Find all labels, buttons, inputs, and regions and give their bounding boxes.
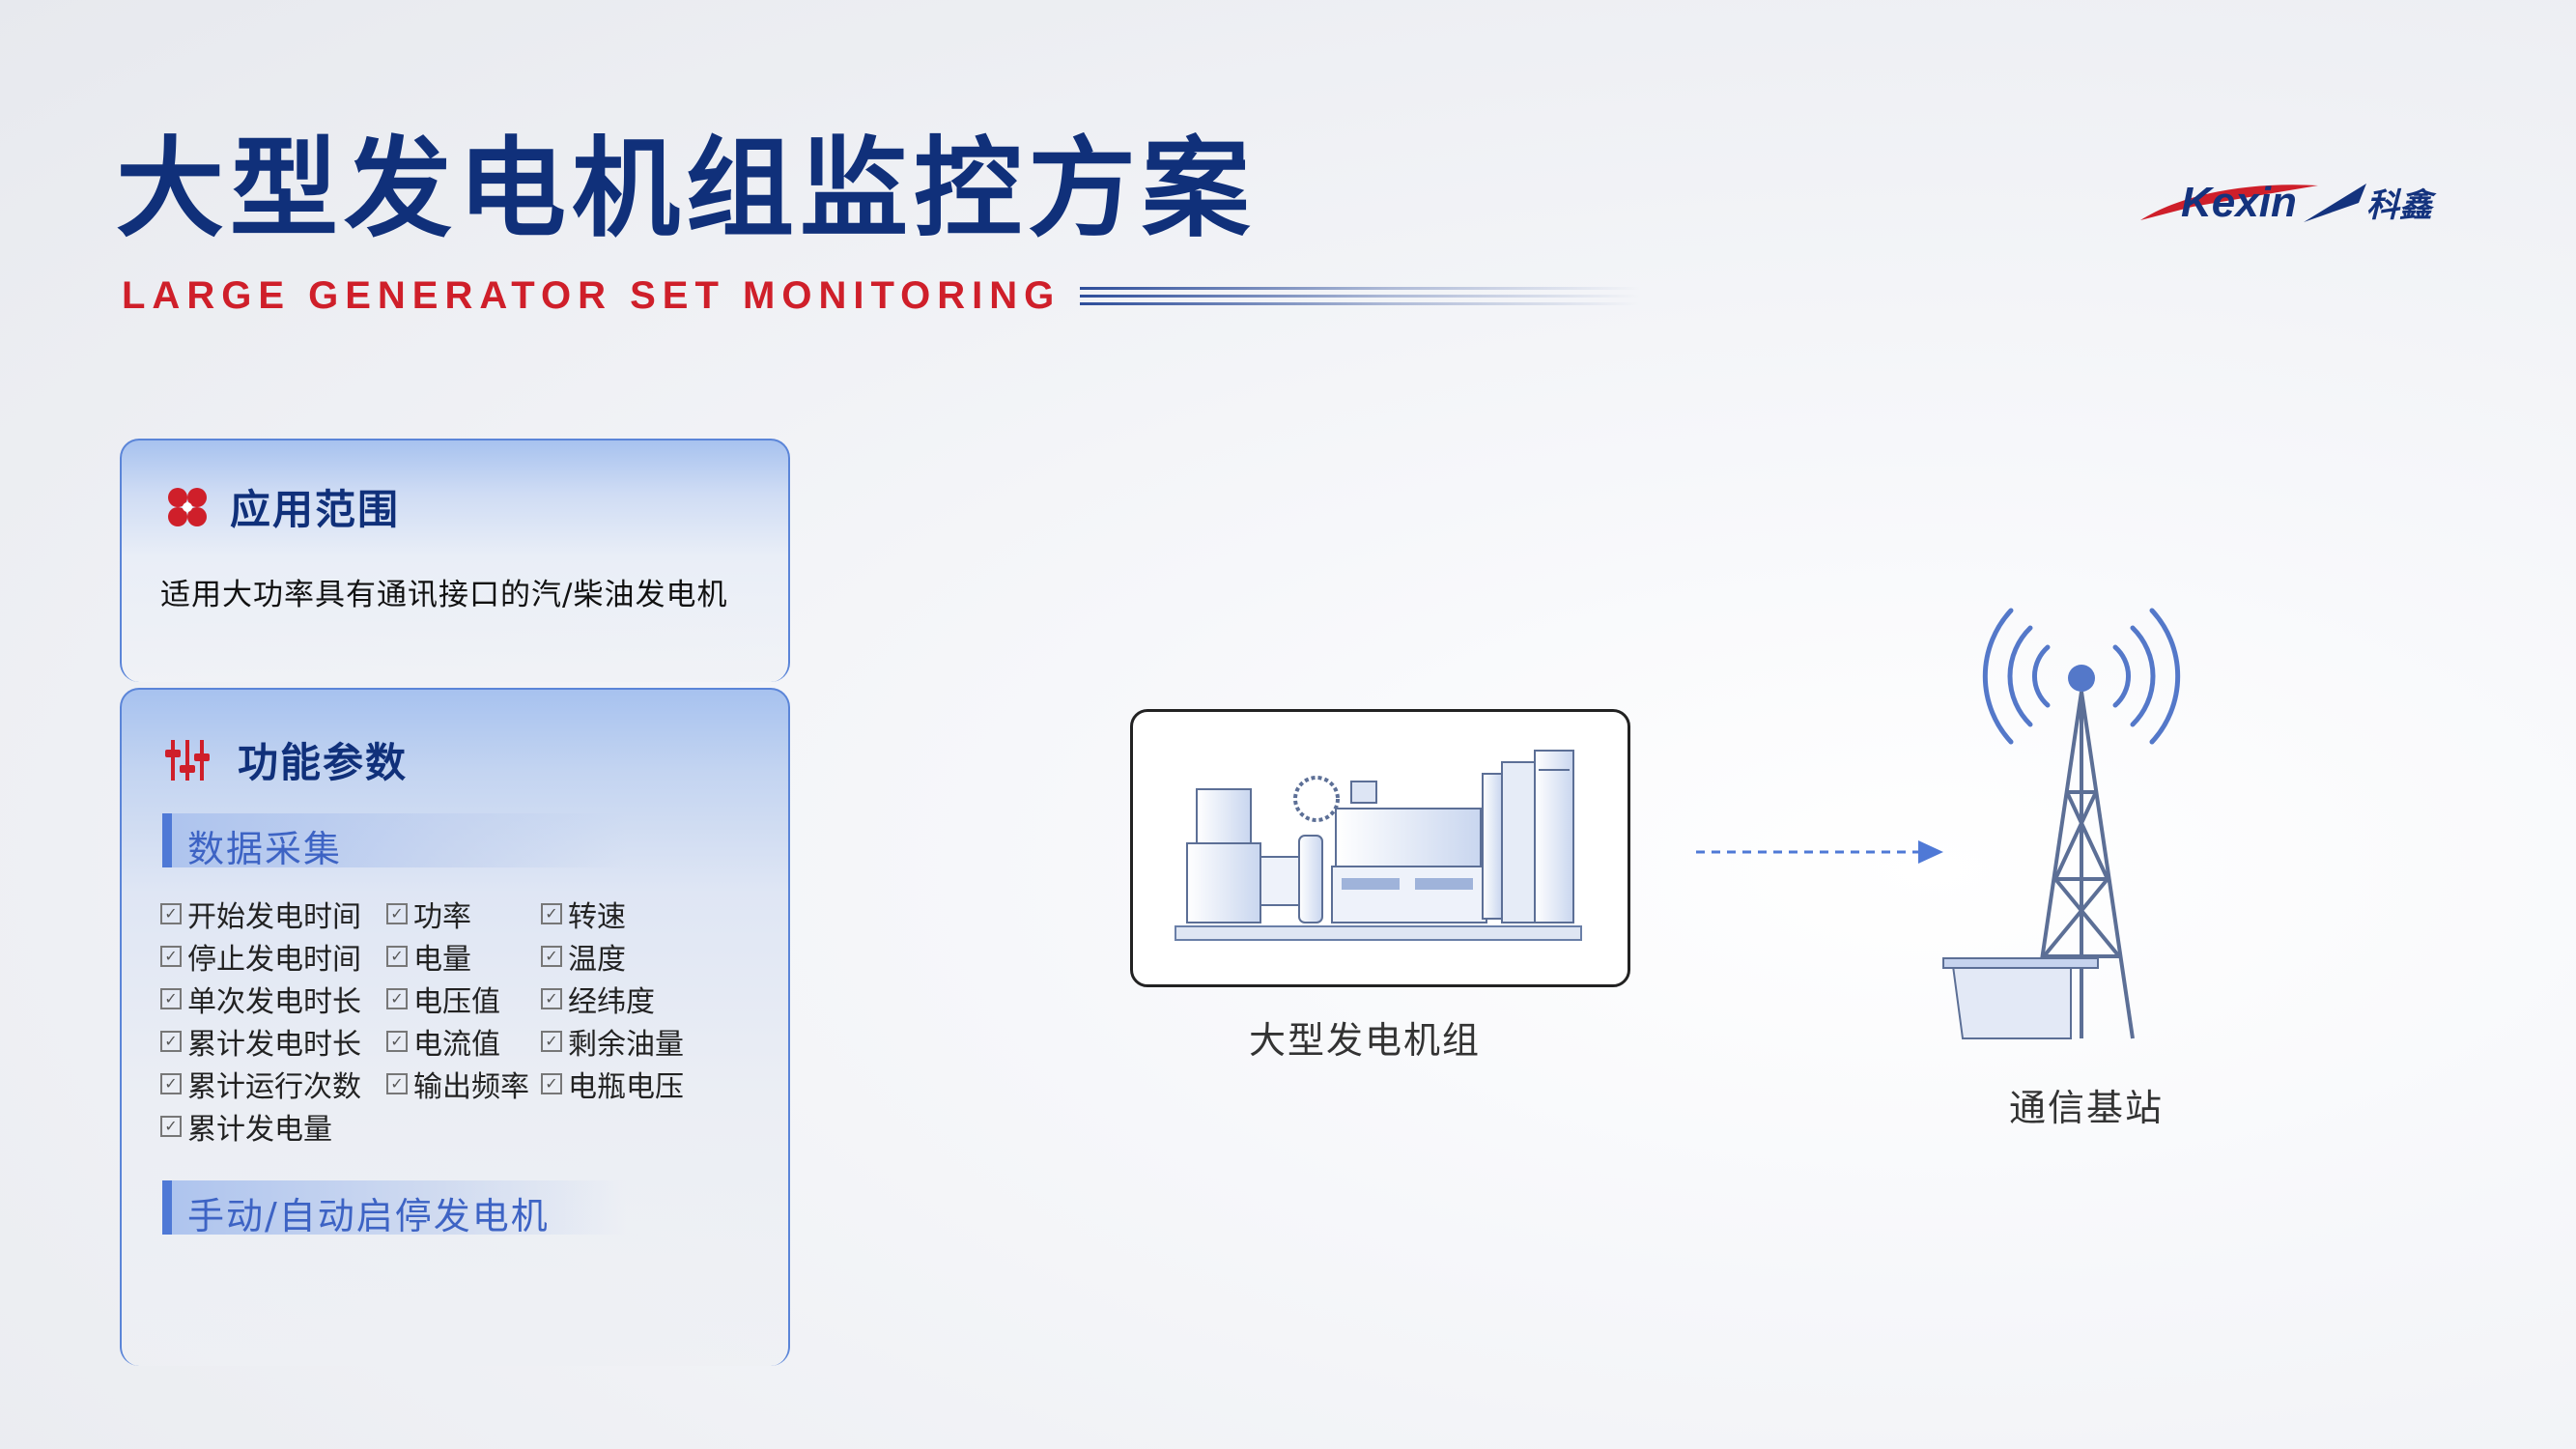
page-title: 大型发电机组监控方案 bbox=[116, 127, 1256, 252]
data-collection-bar: 数据采集 bbox=[162, 813, 626, 870]
data-collection-label: 数据采集 bbox=[187, 828, 343, 870]
application-scope-card: 应用范围 适用大功率具有通讯接口的汽/柴油发电机 bbox=[120, 439, 790, 682]
functions-header: 功能参数 bbox=[164, 730, 408, 789]
checkbox-icon: ✓ bbox=[541, 903, 562, 924]
checkbox-icon: ✓ bbox=[386, 946, 408, 967]
checkbox-icon: ✓ bbox=[160, 946, 182, 967]
param-item: ✓剩余油量 bbox=[541, 1020, 695, 1063]
signal-tower-icon bbox=[1942, 608, 2181, 1039]
station-label: 通信基站 bbox=[2009, 1087, 2165, 1129]
checkbox-icon: ✓ bbox=[160, 903, 182, 924]
generator-label: 大型发电机组 bbox=[1249, 1019, 1482, 1062]
checkbox-icon: ✓ bbox=[541, 1073, 562, 1094]
subtitle-decoration-lines bbox=[1080, 285, 1641, 308]
param-item: ✓累计发电时长 bbox=[160, 1020, 386, 1063]
functions-title: 功能参数 bbox=[238, 739, 409, 786]
sliders-icon bbox=[165, 739, 210, 781]
checkbox-icon: ✓ bbox=[541, 988, 562, 1009]
param-item: ✓温度 bbox=[541, 935, 695, 978]
logo-brand: Kexin bbox=[2181, 179, 2297, 226]
arrow-right-icon bbox=[1696, 840, 1943, 864]
application-scope-description: 适用大功率具有通讯接口的汽/柴油发电机 bbox=[160, 578, 728, 612]
checkbox-icon: ✓ bbox=[160, 988, 182, 1009]
clover-icon bbox=[168, 487, 207, 526]
checkbox-icon: ✓ bbox=[541, 946, 562, 967]
application-scope-title: 应用范围 bbox=[230, 486, 401, 533]
control-label: 手动/自动启停发电机 bbox=[187, 1195, 550, 1237]
subtitle-row: LARGE GENERATOR SET MONITORING bbox=[122, 274, 1641, 318]
param-item: ✓停止发电时间 bbox=[160, 935, 386, 978]
param-item: ✓经纬度 bbox=[541, 978, 695, 1020]
param-item: ✓单次发电时长 bbox=[160, 978, 386, 1020]
page-subtitle: LARGE GENERATOR SET MONITORING bbox=[122, 274, 1062, 317]
functions-card: 功能参数 数据采集 ✓开始发电时间 ✓功率 ✓转速 ✓停止发电时间 ✓电量 ✓温… bbox=[120, 688, 790, 1366]
checkbox-icon: ✓ bbox=[386, 1073, 408, 1094]
param-item: ✓电量 bbox=[386, 935, 541, 978]
param-item: ✓累计发电量 bbox=[160, 1105, 386, 1148]
checkbox-icon: ✓ bbox=[160, 1116, 182, 1137]
control-bar: 手动/自动启停发电机 bbox=[162, 1180, 626, 1237]
param-item: ✓电流值 bbox=[386, 1020, 541, 1063]
param-item: ✓电压值 bbox=[386, 978, 541, 1020]
generator-illustration bbox=[1175, 750, 1582, 941]
param-item: ✓开始发电时间 bbox=[160, 893, 386, 935]
param-item: ✓转速 bbox=[541, 893, 695, 935]
checkbox-icon: ✓ bbox=[386, 988, 408, 1009]
checkbox-icon: ✓ bbox=[386, 1031, 408, 1052]
param-item: ✓输出频率 bbox=[386, 1063, 541, 1105]
param-item: ✓功率 bbox=[386, 893, 541, 935]
param-item: ✓累计运行次数 bbox=[160, 1063, 386, 1105]
checkbox-icon: ✓ bbox=[160, 1031, 182, 1052]
checkbox-icon: ✓ bbox=[160, 1073, 182, 1094]
application-scope-header: 应用范围 bbox=[164, 477, 400, 536]
kexin-logo: Kexin 科鑫 bbox=[2140, 179, 2437, 226]
generator-frame bbox=[1130, 709, 1630, 987]
checkbox-icon: ✓ bbox=[386, 903, 408, 924]
logo-brand-cn: 科鑫 bbox=[2366, 186, 2437, 225]
data-collection-grid: ✓开始发电时间 ✓功率 ✓转速 ✓停止发电时间 ✓电量 ✓温度 ✓单次发电时长 … bbox=[160, 893, 695, 1148]
param-item: ✓电瓶电压 bbox=[541, 1063, 695, 1105]
checkbox-icon: ✓ bbox=[541, 1031, 562, 1052]
